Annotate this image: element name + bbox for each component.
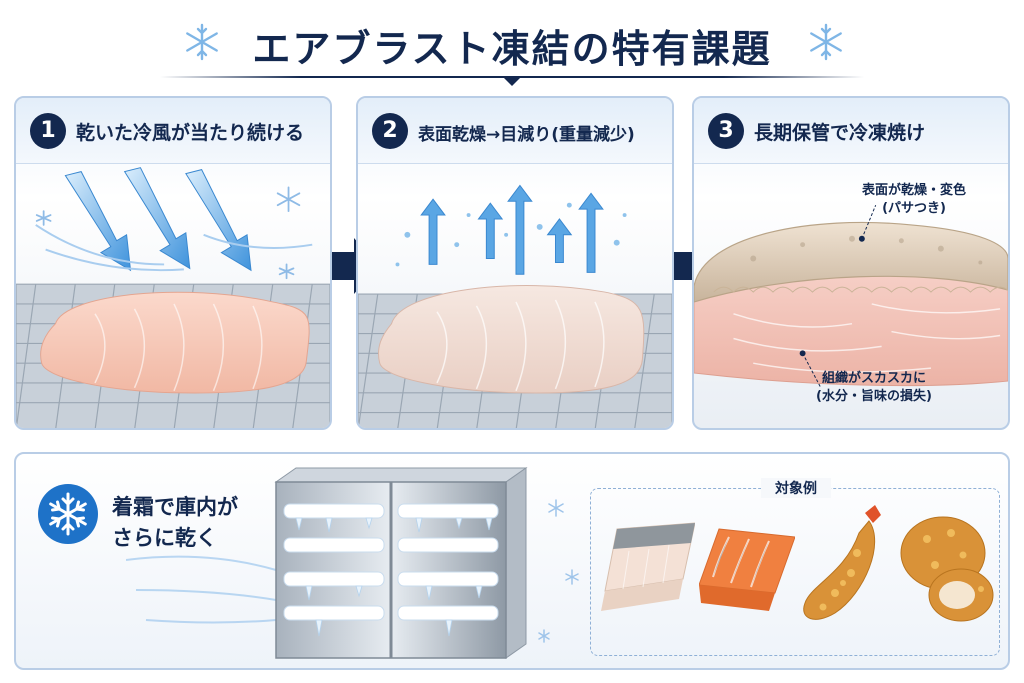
next-step-arrow <box>332 238 378 294</box>
step-panel-3: 3 長期保管で冷凍焼け 表面が乾燥・変色 (パサつ <box>692 96 1010 430</box>
step-number: 3 <box>708 113 744 149</box>
tissue-callout: 組織がスカスカに (水分・旨味の損失) <box>816 370 932 406</box>
freezer-burn-fish-illustration <box>694 204 1008 388</box>
white-fish-fillet-image <box>601 522 695 611</box>
step-title: 乾いた冷風が当たり続ける <box>76 122 305 144</box>
examples-label: 対象例 <box>761 478 831 498</box>
croquette-image <box>900 516 994 622</box>
cold-air-arrows <box>64 167 252 272</box>
salmon-fillet-image <box>699 528 795 611</box>
step-number: 1 <box>30 113 66 149</box>
step-header: 1 乾いた冷風が当たり続ける <box>16 98 330 164</box>
fried-shrimp-image <box>803 505 881 620</box>
surface-callout-line1: 表面が乾燥・変色 <box>862 183 967 198</box>
frost-line1: 着霜で庫内が <box>112 495 238 519</box>
surface-drying-fish-illustration <box>358 184 672 428</box>
step-panel-2: 2 表面乾燥→目減り(重量減少) <box>356 96 674 430</box>
frost-icon <box>38 484 98 544</box>
evaporation-arrows <box>420 184 604 275</box>
snowflake-icon <box>810 23 842 61</box>
frost-description: 着霜で庫内が さらに乾く <box>112 492 238 554</box>
surface-callout-line2: (パサつき) <box>882 201 946 216</box>
frost-panel: 着霜で庫内が さらに乾く <box>14 452 1010 670</box>
step-panel-1: 1 乾いた冷風が当たり続ける <box>14 96 332 430</box>
page-title: エアブラスト凍結の特有課題 <box>252 27 772 71</box>
step-header: 3 長期保管で冷凍焼け <box>694 98 1008 164</box>
snowflake-icon <box>186 23 218 61</box>
tissue-callout-line2: (水分・旨味の損失) <box>816 389 932 404</box>
step-title: 長期保管で冷凍焼け <box>754 122 926 144</box>
frost-line2: さらに乾く <box>112 526 217 550</box>
cold-air-fish-illustration <box>16 167 330 428</box>
title-area: エアブラスト凍結の特有課題 <box>0 6 1024 86</box>
frosted-evaporator-coil <box>126 467 579 659</box>
step-title: 表面乾燥→目減り(重量減少) <box>418 125 635 145</box>
step-header: 2 表面乾燥→目減り(重量減少) <box>358 98 672 164</box>
surface-callout: 表面が乾燥・変色 (パサつき) <box>862 182 966 218</box>
title-notch <box>502 76 522 86</box>
target-examples-box: 対象例 <box>590 478 1000 656</box>
step-number: 2 <box>372 113 408 149</box>
tissue-callout-line1: 組織がスカスカに <box>821 371 926 386</box>
